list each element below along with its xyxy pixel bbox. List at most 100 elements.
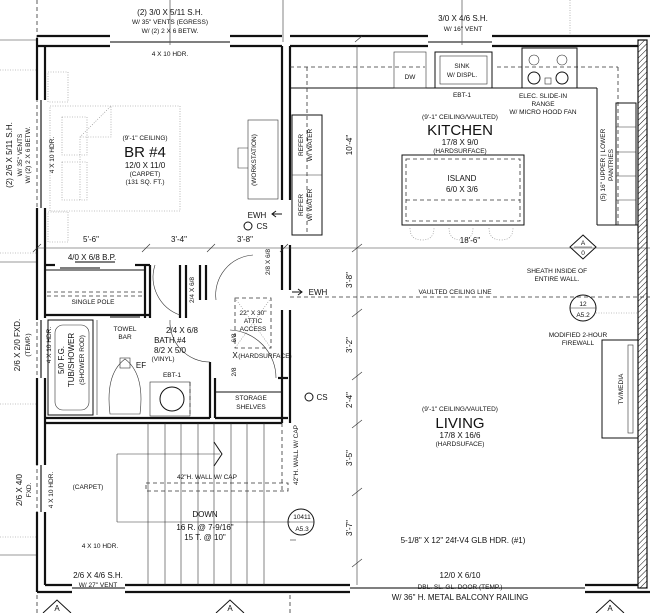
stair-header-bottom: 4 X 10 HDR. xyxy=(82,543,119,550)
attic-label-2: ACCESS xyxy=(240,326,267,333)
symbols xyxy=(42,210,638,613)
br-window-vents: W/ 35" VENTS (EGRESS) xyxy=(132,19,208,26)
door-bath-size: 2/4 X 6/8 xyxy=(166,326,199,335)
tub-header: 4 X 10 HDR. xyxy=(46,327,53,364)
kitchen-window-vent: W/ 16" VENT xyxy=(444,26,482,33)
bath-floor: (VINYL) xyxy=(151,356,174,363)
kitchen-ceiling: (9'-1" CEILING/VAULTED) xyxy=(422,114,498,121)
br-floor: (CARPET) xyxy=(130,171,161,178)
refer-2-water: W/ WATER xyxy=(307,188,314,221)
firewall-note: MODIFIED 2-HOUR xyxy=(549,332,608,339)
dim-5-6: 5'-6" xyxy=(83,235,99,244)
bath-fixtures xyxy=(47,254,277,417)
detail-12-sheet: A5.2 xyxy=(576,312,590,319)
detail-10411-sheet: A5.3 xyxy=(295,526,309,533)
cs-2: CS xyxy=(316,393,327,402)
storage-label-2: SHELVES xyxy=(236,404,266,411)
door-br-size: 2/8 X 6/8 xyxy=(265,249,272,275)
dim-3-8: 3'-8" xyxy=(237,235,253,244)
living-header: 5-1/8" X 12" 24f-V4 GLB HDR. (#1) xyxy=(401,536,526,545)
pantries-label: (5) 16" UPPER | LOWER xyxy=(600,128,607,201)
island xyxy=(401,154,525,226)
range-label: ELEC. SLIDE-IN xyxy=(519,93,567,100)
range-label-2: RANGE xyxy=(531,101,555,108)
stair-header-left: 4 X 10 HDR. xyxy=(48,472,55,509)
storage-door-h: 6/8 xyxy=(231,333,238,342)
sink-disposal: W/ DISPL. xyxy=(447,72,478,79)
towel-bar: TOWEL xyxy=(114,326,137,333)
dim-10-4: 10'-4" xyxy=(345,135,354,156)
dim-2-4: 2'-4" xyxy=(345,392,354,408)
sheath-note: SHEATH INSIDE OF xyxy=(527,268,587,275)
sink-label: SINK xyxy=(454,63,470,70)
living-floor: (HARDSUFACE) xyxy=(436,441,485,448)
dimension-lines xyxy=(32,35,650,585)
kitchen-window: 3/0 X 4/6 S.H. xyxy=(438,14,488,23)
kitchen-size: 17/8 X 9/0 xyxy=(442,138,479,147)
br-left-header: 4 X 10 HDR. xyxy=(49,137,56,174)
stair-window: 2/6 X 4/0 xyxy=(15,473,24,506)
detail-12-num: 12 xyxy=(579,301,587,308)
kitchen-fixtures xyxy=(290,47,639,439)
refer-2: REFER xyxy=(298,194,305,216)
kitchen-name: KITCHEN xyxy=(427,122,493,139)
section-marker-1-label: A xyxy=(54,604,60,613)
br-ewh: EWH xyxy=(248,211,267,220)
living-door-type: DBL. SL. GL. DOOR (TEMP.) xyxy=(418,584,503,591)
attic-access xyxy=(234,297,272,349)
storage-label: STORAGE xyxy=(235,395,267,402)
tub-size: 5/0 F.G. xyxy=(57,346,66,374)
island-label: ISLAND xyxy=(448,174,477,183)
section-a-diamond xyxy=(569,234,597,260)
section-a-top: A xyxy=(581,240,586,247)
stair-risers: 16 R. @ 7-9/16" xyxy=(176,523,233,532)
stair-treads: 15 T. @ 10" xyxy=(184,533,226,542)
br-left-betw: W/ (2) 2 X 6 BETW. xyxy=(25,126,32,183)
carbon-smoke-detector-icon xyxy=(243,221,253,231)
exhaust-fan-label: EF xyxy=(136,361,146,370)
bedroom-furniture xyxy=(47,71,279,243)
range xyxy=(521,47,578,89)
stair-wall-cap-v: 42"H. WALL W/ CAP xyxy=(293,425,300,485)
dim-18-6: 18'-6" xyxy=(460,236,481,245)
toilet-outline xyxy=(108,358,142,415)
section-a-bottom: 0 xyxy=(581,250,585,257)
tub-rod: (SHOWER ROD) xyxy=(79,335,86,385)
exhaust-fan xyxy=(119,357,131,369)
stair-arrow-icon xyxy=(213,441,223,467)
refer-1-water: W/ WATER xyxy=(307,128,314,161)
dishwasher-label: DW xyxy=(405,74,417,81)
br-header-top: 4 X 10 HDR. xyxy=(152,51,189,58)
br-left-window: (2) 2/6 X 5/11 S.H. xyxy=(5,122,14,188)
stair-window-bottom: 2/6 X 4/6 S.H. xyxy=(73,571,123,580)
dim-3-4: 3'-4" xyxy=(171,235,187,244)
stair-window-vent: W/ 27" VENT xyxy=(79,582,117,589)
stair-floor: (CARPET) xyxy=(73,484,104,491)
br-cs: CS xyxy=(256,222,267,231)
ewh-2: EWH xyxy=(309,288,328,297)
sink xyxy=(434,51,493,89)
br-ceiling: (9'-1" CEILING) xyxy=(122,135,167,142)
living-railing: W/ 36" H. METAL BALCONY RAILING xyxy=(392,593,529,602)
bath-sink-label: EBT-1 xyxy=(163,372,181,379)
tub xyxy=(54,324,90,411)
range-hood: W/ MICRO HOOD FAN xyxy=(509,109,576,116)
tub-label: TUB/SHOWER xyxy=(67,333,76,387)
br-size: 12/0 X 11/0 xyxy=(125,161,166,170)
workstation-label: (WORKSTATION) xyxy=(251,134,258,186)
br-area: (131 SQ. FT.) xyxy=(125,179,164,186)
living-name: LIVING xyxy=(435,415,484,432)
bath-size: 8/2 X 5/0 xyxy=(154,346,187,355)
attic-label: ATTIC xyxy=(244,318,263,325)
stair xyxy=(116,423,290,585)
stair-wall-cap xyxy=(145,482,289,492)
br-window-betw: W/ (2) 2 X 6 BETW. xyxy=(142,28,199,35)
dim-3-2: 3'-2" xyxy=(345,337,354,353)
section-marker-2 xyxy=(215,599,245,613)
dim-v-3-8: 3'-8" xyxy=(345,272,354,288)
storage-floor: (HARDSURFACE) xyxy=(238,353,291,360)
ewh-arrow-icon xyxy=(271,210,282,218)
storage-door-x: X xyxy=(232,351,238,360)
sheath-note-2: ENTIRE WALL. xyxy=(535,276,580,283)
